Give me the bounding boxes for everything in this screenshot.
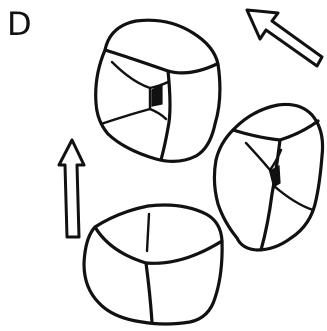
box-right <box>214 104 322 250</box>
arrow-up-icon <box>59 140 84 237</box>
box-bottom <box>84 205 222 324</box>
box-top <box>96 20 220 161</box>
arrow-up-left-icon <box>247 10 322 66</box>
